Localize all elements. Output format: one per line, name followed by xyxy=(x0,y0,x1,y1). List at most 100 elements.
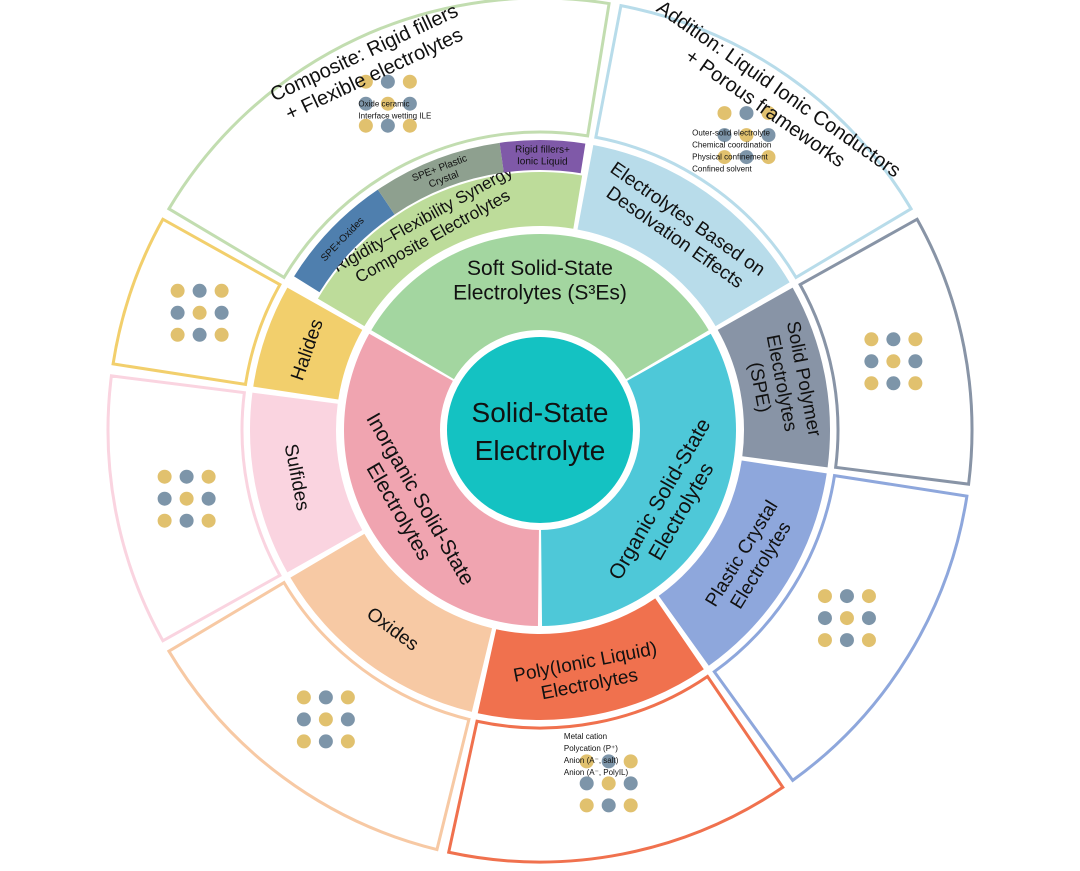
illustration-atom xyxy=(358,96,373,111)
outer-illustration-outer-spe xyxy=(864,332,923,391)
illustration-atom xyxy=(201,469,216,484)
illustration-atom xyxy=(340,712,355,727)
illustration-atom xyxy=(601,798,616,813)
illustration-atom xyxy=(817,589,832,604)
illustration-atom xyxy=(864,354,879,369)
illustration-atom xyxy=(402,118,417,133)
outer-illustration-outer-composite xyxy=(358,74,417,133)
class-soft-label-line: Soft Solid-State xyxy=(467,257,613,280)
illustration-atom xyxy=(340,734,355,749)
illustration-atom xyxy=(318,712,333,727)
illustration-atom xyxy=(623,776,638,791)
illustration-atom xyxy=(717,150,732,165)
center-title-line2: Electrolyte xyxy=(475,435,606,466)
illustration-atom xyxy=(340,690,355,705)
outer-panel-outer-pil xyxy=(446,674,785,864)
illustration-atom xyxy=(861,633,876,648)
illustration-atom xyxy=(214,283,229,298)
illustration-atom xyxy=(761,150,776,165)
illustration-atom xyxy=(864,376,879,391)
outer-panel-outer-oxides xyxy=(166,580,471,852)
category-sector-halides xyxy=(253,287,363,400)
illustration-atom xyxy=(179,491,194,506)
illustration-atom xyxy=(214,327,229,342)
category-sector-composite xyxy=(317,172,583,327)
center-hub: Solid-State Electrolyte xyxy=(447,337,633,523)
outer-annotation: Polycation (P⁺) xyxy=(564,744,618,753)
category-sector-sulfides xyxy=(250,392,363,573)
illustration-atom xyxy=(170,327,185,342)
composite-sub-rigid-il-label: Rigid fillers+Ionic Liquid xyxy=(515,144,570,167)
class-sector-inorganic xyxy=(344,333,539,626)
outer-annotation: Physical confinement xyxy=(692,153,768,162)
outer-panel-outer-composite xyxy=(166,0,611,280)
outer-annotation: Chemical coordination xyxy=(692,141,771,150)
illustration-atom xyxy=(296,734,311,749)
outer-annotation: Interface wetting ILE xyxy=(358,111,431,120)
illustration-atom xyxy=(402,74,417,89)
category-sector-oxides xyxy=(290,533,493,712)
illustration-atom xyxy=(739,150,754,165)
illustration-atom xyxy=(601,776,616,791)
illustration-atom xyxy=(380,118,395,133)
illustration-atom xyxy=(380,74,395,89)
illustration-atom xyxy=(761,128,776,143)
illustration-atom xyxy=(864,332,879,347)
outer-panel-outer-halides xyxy=(111,217,282,387)
composite-sub-rigid-il-label-line: Rigid fillers+ xyxy=(515,144,570,155)
outer-panel-outer-addition xyxy=(594,3,914,280)
illustration-atom xyxy=(380,96,395,111)
illustration-atom xyxy=(717,106,732,121)
illustration-atom xyxy=(157,491,172,506)
category-sector-desolvation xyxy=(577,144,790,327)
illustration-atom xyxy=(157,513,172,528)
illustration-atom xyxy=(908,376,923,391)
illustration-atom xyxy=(886,332,901,347)
illustration-atom xyxy=(761,106,776,121)
illustration-atom xyxy=(201,513,216,528)
illustration-atom xyxy=(861,589,876,604)
illustration-atom xyxy=(214,305,229,320)
illustration-atom xyxy=(579,776,594,791)
illustration-atom xyxy=(296,690,311,705)
illustration-atom xyxy=(192,327,207,342)
illustration-atom xyxy=(402,96,417,111)
category-sector-spe xyxy=(717,287,831,468)
illustration-atom xyxy=(717,128,732,143)
illustration-atom xyxy=(839,589,854,604)
illustration-atom xyxy=(296,712,311,727)
illustration-atom xyxy=(201,491,216,506)
outer-ring: Composite: Rigid fillers+ Flexible elect… xyxy=(106,0,974,864)
illustration-atom xyxy=(739,128,754,143)
outer-annotation: Anion (A⁻, salt) xyxy=(564,756,619,765)
outer-annotation: Confined solvent xyxy=(692,165,752,174)
illustration-atom xyxy=(579,798,594,813)
outer-annotation: Oxide ceramic xyxy=(358,99,409,108)
center-circle xyxy=(447,337,633,523)
illustration-atom xyxy=(739,106,754,121)
illustration-atom xyxy=(157,469,172,484)
outer-illustration-outer-pil xyxy=(579,754,638,813)
composite-sub-rigid-il xyxy=(499,140,586,174)
class-sector-organic xyxy=(541,333,736,626)
illustration-atom xyxy=(358,74,373,89)
outer-panel-outer-spe xyxy=(798,217,974,486)
illustration-atom xyxy=(318,690,333,705)
illustration-atom xyxy=(839,611,854,626)
illustration-atom xyxy=(318,734,333,749)
illustration-atom xyxy=(908,332,923,347)
illustration-atom xyxy=(179,513,194,528)
illustration-atom xyxy=(817,611,832,626)
illustration-atom xyxy=(861,611,876,626)
illustration-atom xyxy=(358,118,373,133)
illustration-atom xyxy=(170,283,185,298)
outer-annotation: Anion (A⁻, PolyIL) xyxy=(564,768,629,777)
outer-illustration-outer-plastic xyxy=(817,589,876,648)
outer-illustration-outer-addition xyxy=(717,106,776,165)
illustration-atom xyxy=(908,354,923,369)
composite-sub-spe-oxides xyxy=(294,189,395,293)
class-soft-label-line: Electrolytes (S³Es) xyxy=(453,282,627,305)
